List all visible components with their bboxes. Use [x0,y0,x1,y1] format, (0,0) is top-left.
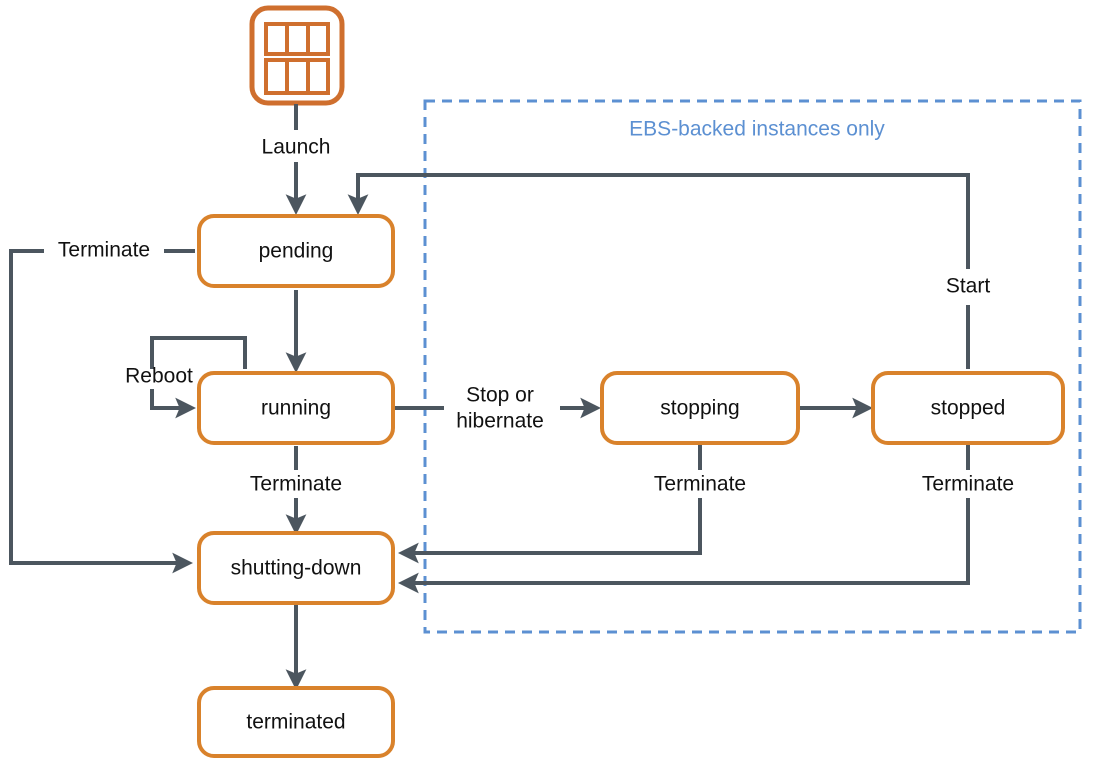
node-pending-box[interactable] [197,214,395,288]
node-terminated-label: terminated [246,711,345,734]
ebs-backed-group-label: EBS-backed instances only [629,118,885,141]
edge-label-start: Start [946,275,991,298]
edge-label-stopped-terminate: Terminate [922,473,1014,496]
edge-stopped-terminate [397,498,970,594]
edge-pending-terminate [9,249,194,574]
edge-label-reboot: Reboot [125,365,193,388]
node-stopped-label: stopped [931,397,1006,420]
node-stopped[interactable]: stopped [871,371,1065,445]
node-pending[interactable]: pending [197,214,395,288]
node-terminated-box[interactable] [197,686,395,758]
node-shutting-down[interactable]: shutting-down [197,531,395,605]
node-stopped-box[interactable] [871,371,1065,445]
node-pending-label: pending [259,240,334,263]
ami-icon [249,5,345,106]
node-stopping-box[interactable] [600,371,800,445]
edge-stopping-terminate [397,498,702,564]
node-running[interactable]: running [197,371,395,445]
edge-reboot-lower [150,389,197,419]
node-shutting-down-box[interactable] [197,531,395,605]
node-running-label: running [261,397,331,420]
node-running-box[interactable] [197,371,395,445]
edge-label-launch: Launch [262,136,331,159]
edge-label-stop-hibernate-line1: Stop or [466,384,534,407]
ebs-backed-group-box [423,99,1082,634]
edge-label-stop-hibernate-line2: hibernate [456,410,544,433]
edge-label-stopping-terminate: Terminate [654,473,746,496]
edge-start-upper [347,173,970,269]
edge-label-pending-terminate: Terminate [58,239,150,262]
node-shutting-down-label: shutting-down [231,557,362,580]
edge-label-running-terminate: Terminate [250,473,342,496]
node-stopping[interactable]: stopping [600,371,800,445]
node-terminated[interactable]: terminated [197,686,395,758]
node-stopping-label: stopping [660,397,739,420]
edge-reboot-upper [150,336,247,369]
